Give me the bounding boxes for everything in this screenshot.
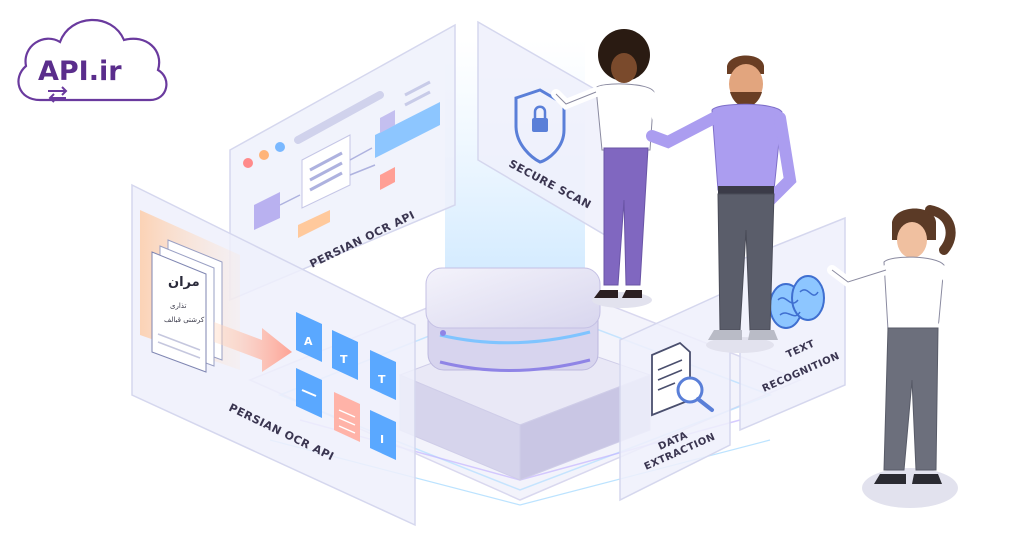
shield-lock-icon — [514, 88, 566, 164]
api-ir-logo[interactable]: API.ir — [17, 18, 168, 103]
cloud-icon — [17, 18, 168, 102]
text-file-icon-4 — [296, 368, 322, 418]
text-file-icon-3: T — [370, 350, 396, 400]
text-file-icon-2: T — [332, 330, 358, 380]
text-file-icon-1: A — [296, 312, 322, 362]
magnifier-icon — [676, 376, 704, 404]
panel-persian-ocr-documents: مران تذاری کرشتی قبالف A T T I — [131, 183, 416, 527]
window-dot-orange — [259, 150, 269, 160]
person-man-center — [646, 55, 797, 353]
brain-icon — [769, 275, 825, 329]
svg-text:A: A — [304, 335, 313, 348]
logo-text: API.ir — [38, 56, 122, 87]
ocr-server-unit — [425, 267, 601, 373]
text-file-icon-5: I — [370, 410, 396, 460]
conversion-arrow-icon — [214, 322, 292, 372]
source-document-stack: مران تذاری کرشتی قبالف — [151, 239, 223, 373]
window-dot-blue — [275, 142, 285, 152]
svg-text:T: T — [378, 373, 386, 386]
person-woman-right — [827, 205, 969, 508]
person-woman-left — [551, 29, 669, 308]
sync-arrows-icon — [48, 86, 68, 103]
lock-icon — [532, 118, 548, 132]
server-status-light — [440, 330, 446, 336]
svg-text:T: T — [340, 353, 348, 366]
document-title: مران — [168, 275, 200, 290]
window-dot-red — [243, 158, 253, 168]
pdf-file-icon — [334, 392, 360, 442]
document-line-2: کرشتی قبالف — [164, 316, 205, 324]
svg-text:I: I — [380, 433, 384, 446]
document-line-1: تذاری — [170, 302, 186, 310]
